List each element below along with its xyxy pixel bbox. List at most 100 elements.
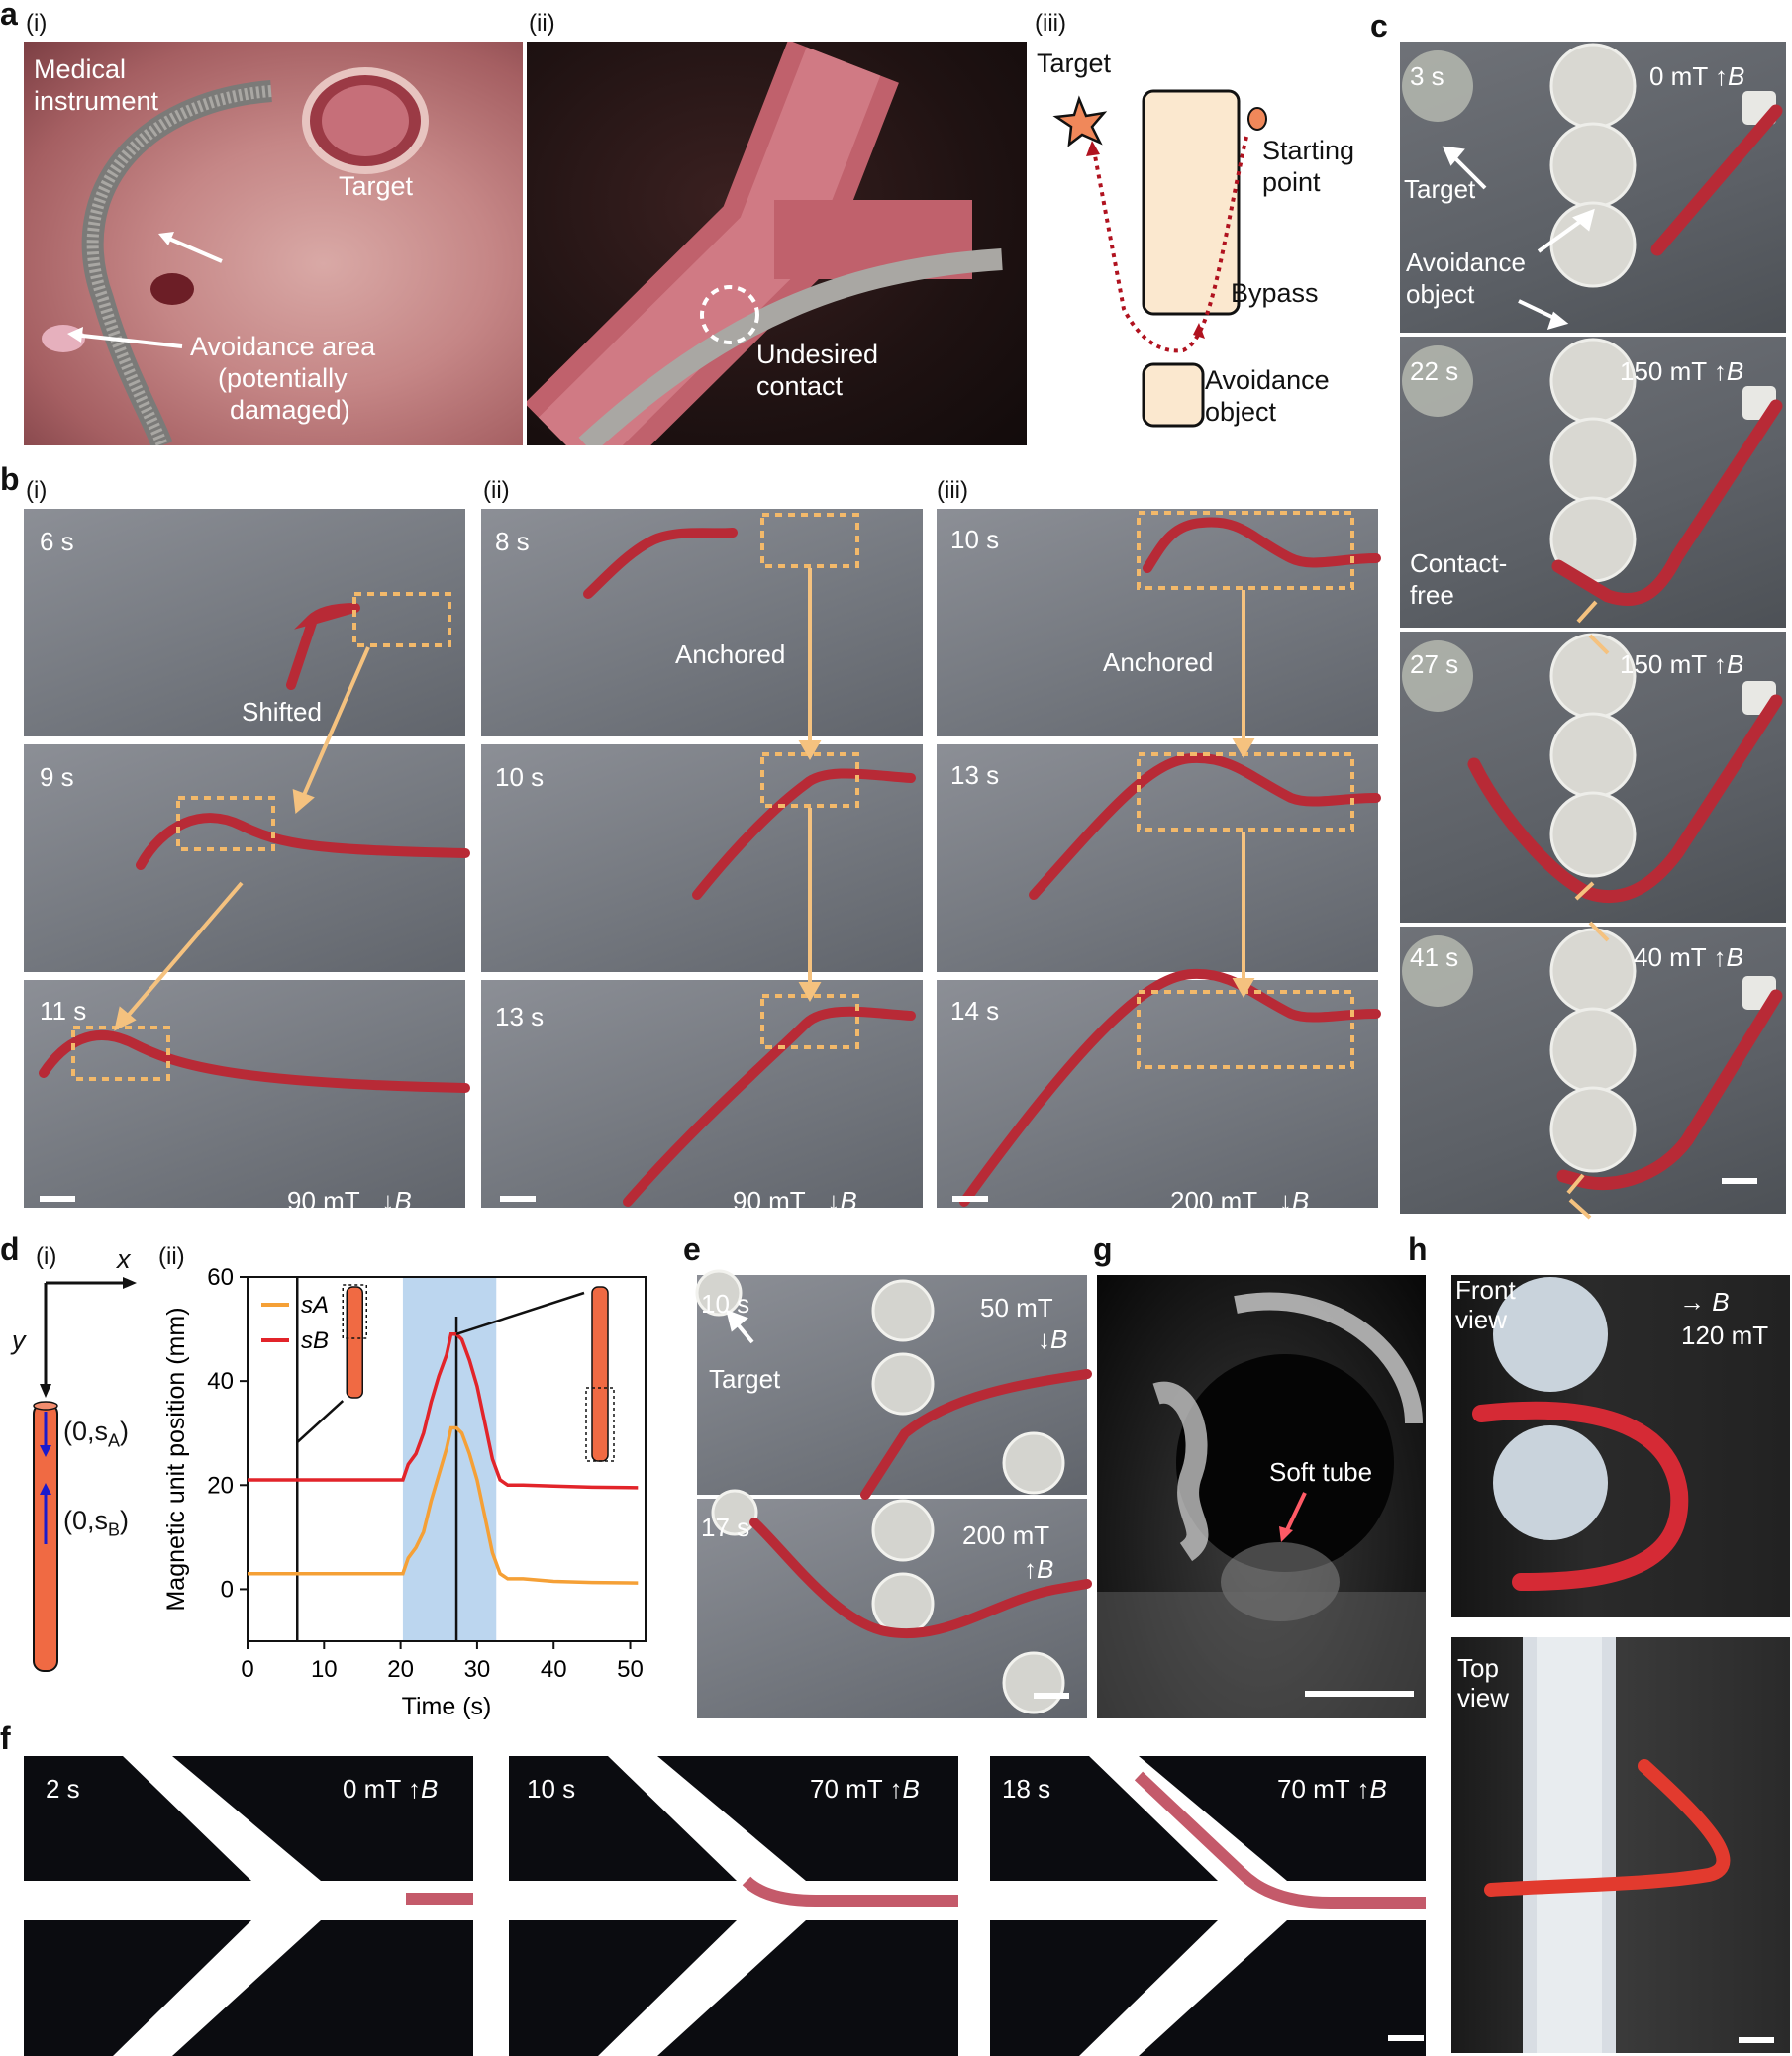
f-field-2: 70 mT ↑B — [810, 1774, 920, 1804]
a-i-label-target: Target — [339, 171, 414, 201]
chart-xtick-label: 50 — [617, 1656, 644, 1683]
a-ii-label-contact: contact — [756, 371, 844, 401]
e-time-2: 17 s — [701, 1513, 750, 1542]
chart-ytick-label: 40 — [207, 1368, 234, 1395]
a-i-label-medical: Medical — [34, 54, 127, 84]
e-time-1: 10 s — [701, 1289, 750, 1319]
c-disc-4-2 — [1549, 1007, 1637, 1094]
chart-inset-arrow-1 — [296, 1400, 345, 1443]
f-field-3: 70 mT ↑B — [1277, 1774, 1387, 1804]
c-disc-2-2 — [1549, 417, 1637, 504]
c-label-avoid2: object — [1406, 279, 1475, 309]
f-time-1: 2 s — [46, 1774, 80, 1804]
b-frame-2-2 — [481, 744, 923, 972]
d-i-label-sA: (0,sA) — [63, 1417, 130, 1451]
a-iii-label-bypass: Bypass — [1231, 278, 1319, 308]
c-time-3: 27 s — [1410, 649, 1459, 679]
f-field-1: 0 mT ↑B — [343, 1774, 439, 1804]
panel-letter-b: b — [0, 461, 20, 497]
c-target-disc-4 — [1402, 935, 1473, 1007]
e-label-target: Target — [709, 1364, 781, 1394]
c-disc-4-1 — [1549, 928, 1637, 1015]
c-time-2: 22 s — [1410, 356, 1459, 386]
panel-letter-c: c — [1370, 8, 1388, 44]
d-i-axis-y: y — [12, 1325, 26, 1355]
b-frame-2-3 — [481, 980, 923, 1208]
b-frame-2-1 — [481, 509, 923, 736]
a-ii-label-undesired: Undesired — [756, 340, 879, 369]
a-iii-label-start2: point — [1262, 167, 1321, 197]
a-iii-drawing — [1052, 89, 1267, 428]
h-top-view-image: Top view — [1451, 1637, 1790, 2053]
c-target-disc-1 — [1402, 50, 1473, 122]
c-time-4: 41 s — [1410, 942, 1459, 972]
chart-ytick-label: 20 — [207, 1472, 234, 1499]
a-iii-label-avoid2: object — [1205, 397, 1277, 427]
b-ii-field: 90 mT ↓B — [733, 1186, 857, 1216]
g-drawing — [1097, 1292, 1426, 1718]
a-iii-schematic: Target Starting point Bypass Avoidance o… — [1035, 42, 1381, 445]
chart-xlabel: Time (s) — [402, 1693, 492, 1720]
c-disc-4-3 — [1549, 1086, 1637, 1173]
chart-shaded-region — [402, 1277, 497, 1641]
chart-inset-box-2 — [585, 1387, 615, 1462]
h-front-field: 120 mT — [1681, 1321, 1769, 1350]
f-drawing — [24, 1756, 1426, 2056]
chart-xtick-label: 20 — [387, 1656, 414, 1683]
a-i-arrows — [67, 232, 223, 348]
a-i-label-avoid3: damaged) — [230, 395, 350, 425]
h-front-label-1: Front — [1455, 1275, 1516, 1305]
chart-inset-tube-1 — [346, 1286, 363, 1399]
b-label-anchored-ii: Anchored — [675, 639, 786, 669]
chart-inset-box-1 — [342, 1284, 367, 1339]
b-iii-time-1: 10 s — [950, 525, 1000, 554]
d-sub-ii: (ii) — [158, 1243, 185, 1270]
b-ii-time-1: 8 s — [495, 527, 530, 556]
f-time-2: 10 s — [527, 1774, 576, 1804]
a-sub-ii: (ii) — [529, 10, 555, 37]
b-frame-1-1 — [24, 509, 465, 736]
b-sub-iii: (iii) — [937, 477, 968, 504]
e-field-2-B: ↑B — [1024, 1554, 1054, 1584]
b-i-time-1: 6 s — [40, 527, 74, 556]
g-ultrasound-image: Soft tube — [1097, 1275, 1426, 1718]
chart-xtick-label: 30 — [464, 1656, 491, 1683]
panel-letter-g: g — [1093, 1231, 1113, 1267]
c-label-avoid1: Avoidance — [1406, 247, 1526, 277]
c-disc-3-2 — [1549, 712, 1637, 799]
e-field-2: 200 mT — [962, 1520, 1050, 1550]
f-time-3: 18 s — [1002, 1774, 1051, 1804]
b-frame-3-2 — [937, 744, 1378, 972]
c-field-3: 150 mT ↑B — [1620, 649, 1744, 679]
chart-ytick-label: 0 — [221, 1576, 234, 1603]
b-i-time-2: 9 s — [40, 762, 74, 792]
a-i-anatomy-image: Medical instrument Target Avoidance area… — [24, 42, 523, 445]
b-label-shifted: Shifted — [242, 697, 322, 727]
panel-letter-h: h — [1408, 1231, 1428, 1267]
f-channel-upper-1 — [123, 1756, 321, 1881]
b-iii-field: 200 mT ↓B — [1170, 1186, 1310, 1216]
h-front-drawing — [1472, 1277, 1689, 1591]
f-channel-lower-1 — [113, 1920, 321, 2056]
a-i-drawing — [42, 67, 429, 445]
c-target-disc-2 — [1402, 345, 1473, 417]
h-top-drawing — [1484, 1637, 1774, 2053]
c-label-target: Target — [1404, 174, 1476, 204]
b-frame-1-2 — [24, 744, 465, 972]
b-frame-1-3 — [24, 980, 465, 1208]
h-front-view-image: Front view → B 120 mT — [1451, 1275, 1790, 1617]
a-sub-i: (i) — [26, 10, 48, 37]
c-drawing — [1402, 43, 1783, 1220]
d-i-schematic — [33, 1277, 137, 1672]
chart-ylabel: Magnetic unit position (mm) — [162, 1307, 190, 1611]
panel-letter-f: f — [0, 1720, 11, 1756]
b-i-field: 90 mT ↓B — [287, 1186, 412, 1216]
c-disc-1-2 — [1549, 122, 1637, 209]
a-i-label-instrument: instrument — [34, 86, 159, 116]
d-i-axis-x: x — [117, 1244, 131, 1274]
chart-xtick-label: 10 — [311, 1656, 338, 1683]
chart-xtick-label: 0 — [241, 1656, 253, 1683]
c-field-1: 0 mT ↑B — [1649, 61, 1745, 91]
b-sub-ii: (ii) — [483, 477, 510, 504]
a-ii-vessel-image: Undesired contact — [527, 42, 1027, 445]
